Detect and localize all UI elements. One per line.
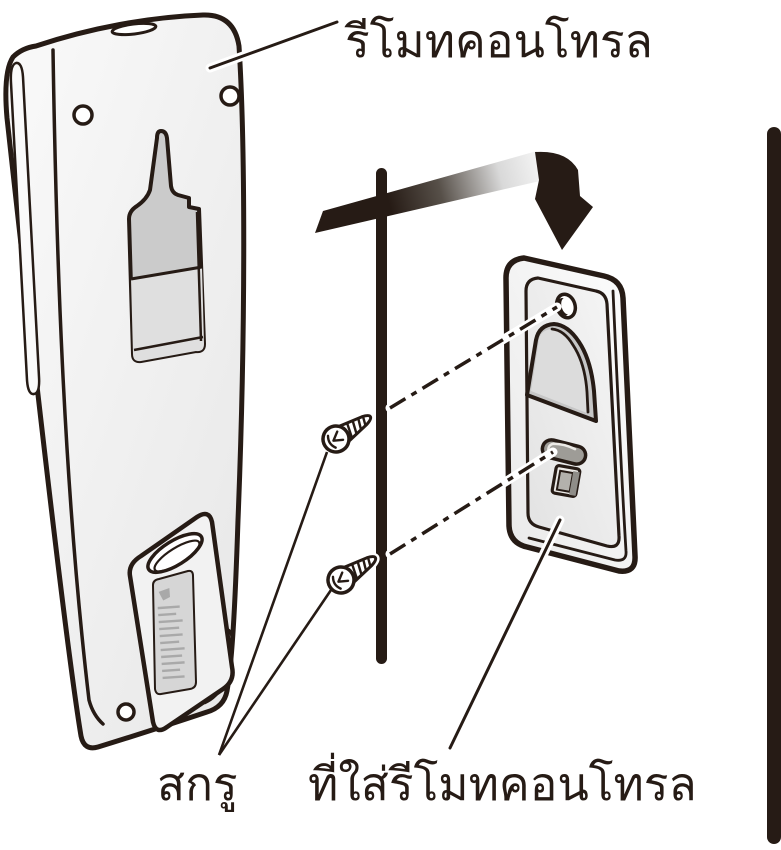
holder-tab-side [569, 471, 580, 496]
thumb-groove-inner [153, 539, 201, 573]
screw-head [321, 424, 351, 454]
screw-boss-top-left [72, 104, 94, 126]
screw-icon-bottom [324, 552, 380, 597]
remote-side-groove [9, 61, 41, 396]
hanging-slot-right-wall-line [195, 211, 203, 342]
screw-boss-bottom-left [116, 702, 136, 722]
holder-slot [540, 438, 588, 466]
remote-side-edge-line [51, 48, 105, 726]
battery-label [152, 569, 197, 696]
screw-head-cross [326, 430, 345, 449]
label-screw: สกรู [157, 758, 238, 812]
leader-line-screws [217, 451, 333, 756]
screw-boss-top-right [219, 85, 241, 107]
ir-window-notch [110, 21, 158, 37]
insert-direction-arrow-icon [315, 151, 593, 250]
leader-line-holder [445, 515, 565, 753]
holder-hook [525, 322, 598, 423]
remote-holder-illustration [503, 255, 638, 574]
hanging-slot-lip-line [133, 335, 204, 352]
arrow-fold-and-head [535, 151, 593, 250]
holder-plate-side-line [527, 289, 628, 562]
screw-head [326, 565, 356, 595]
screw-threads [350, 556, 372, 580]
screw-head-cross [331, 571, 350, 590]
holder-screw-hole [554, 292, 578, 320]
leader-line-remote [205, 17, 342, 73]
hanging-slot-lower-pocket [131, 267, 204, 362]
arrow-band-face [315, 151, 540, 233]
remote-back-illustration [3, 12, 247, 751]
alignment-dash-line-bottom [385, 447, 558, 559]
battery-cover [127, 511, 235, 733]
wall-strip-line [376, 168, 387, 664]
label-remote: รีโมทคอนโทรล [344, 15, 653, 67]
screw-threads [345, 415, 367, 439]
holder-hook-face [531, 329, 587, 413]
hanging-slot [127, 129, 206, 364]
holder-tab [550, 464, 582, 498]
alignment-dash-line-top [385, 302, 562, 413]
label-holder: ที่ใส่รีโมทคอนโทรล [308, 752, 697, 810]
wall-edge-line [767, 127, 781, 844]
holder-hook-edge-line [550, 327, 590, 414]
screw-icon-top [319, 411, 375, 456]
battery-label-print [157, 588, 185, 680]
hanging-slot-divider-line [130, 265, 203, 281]
